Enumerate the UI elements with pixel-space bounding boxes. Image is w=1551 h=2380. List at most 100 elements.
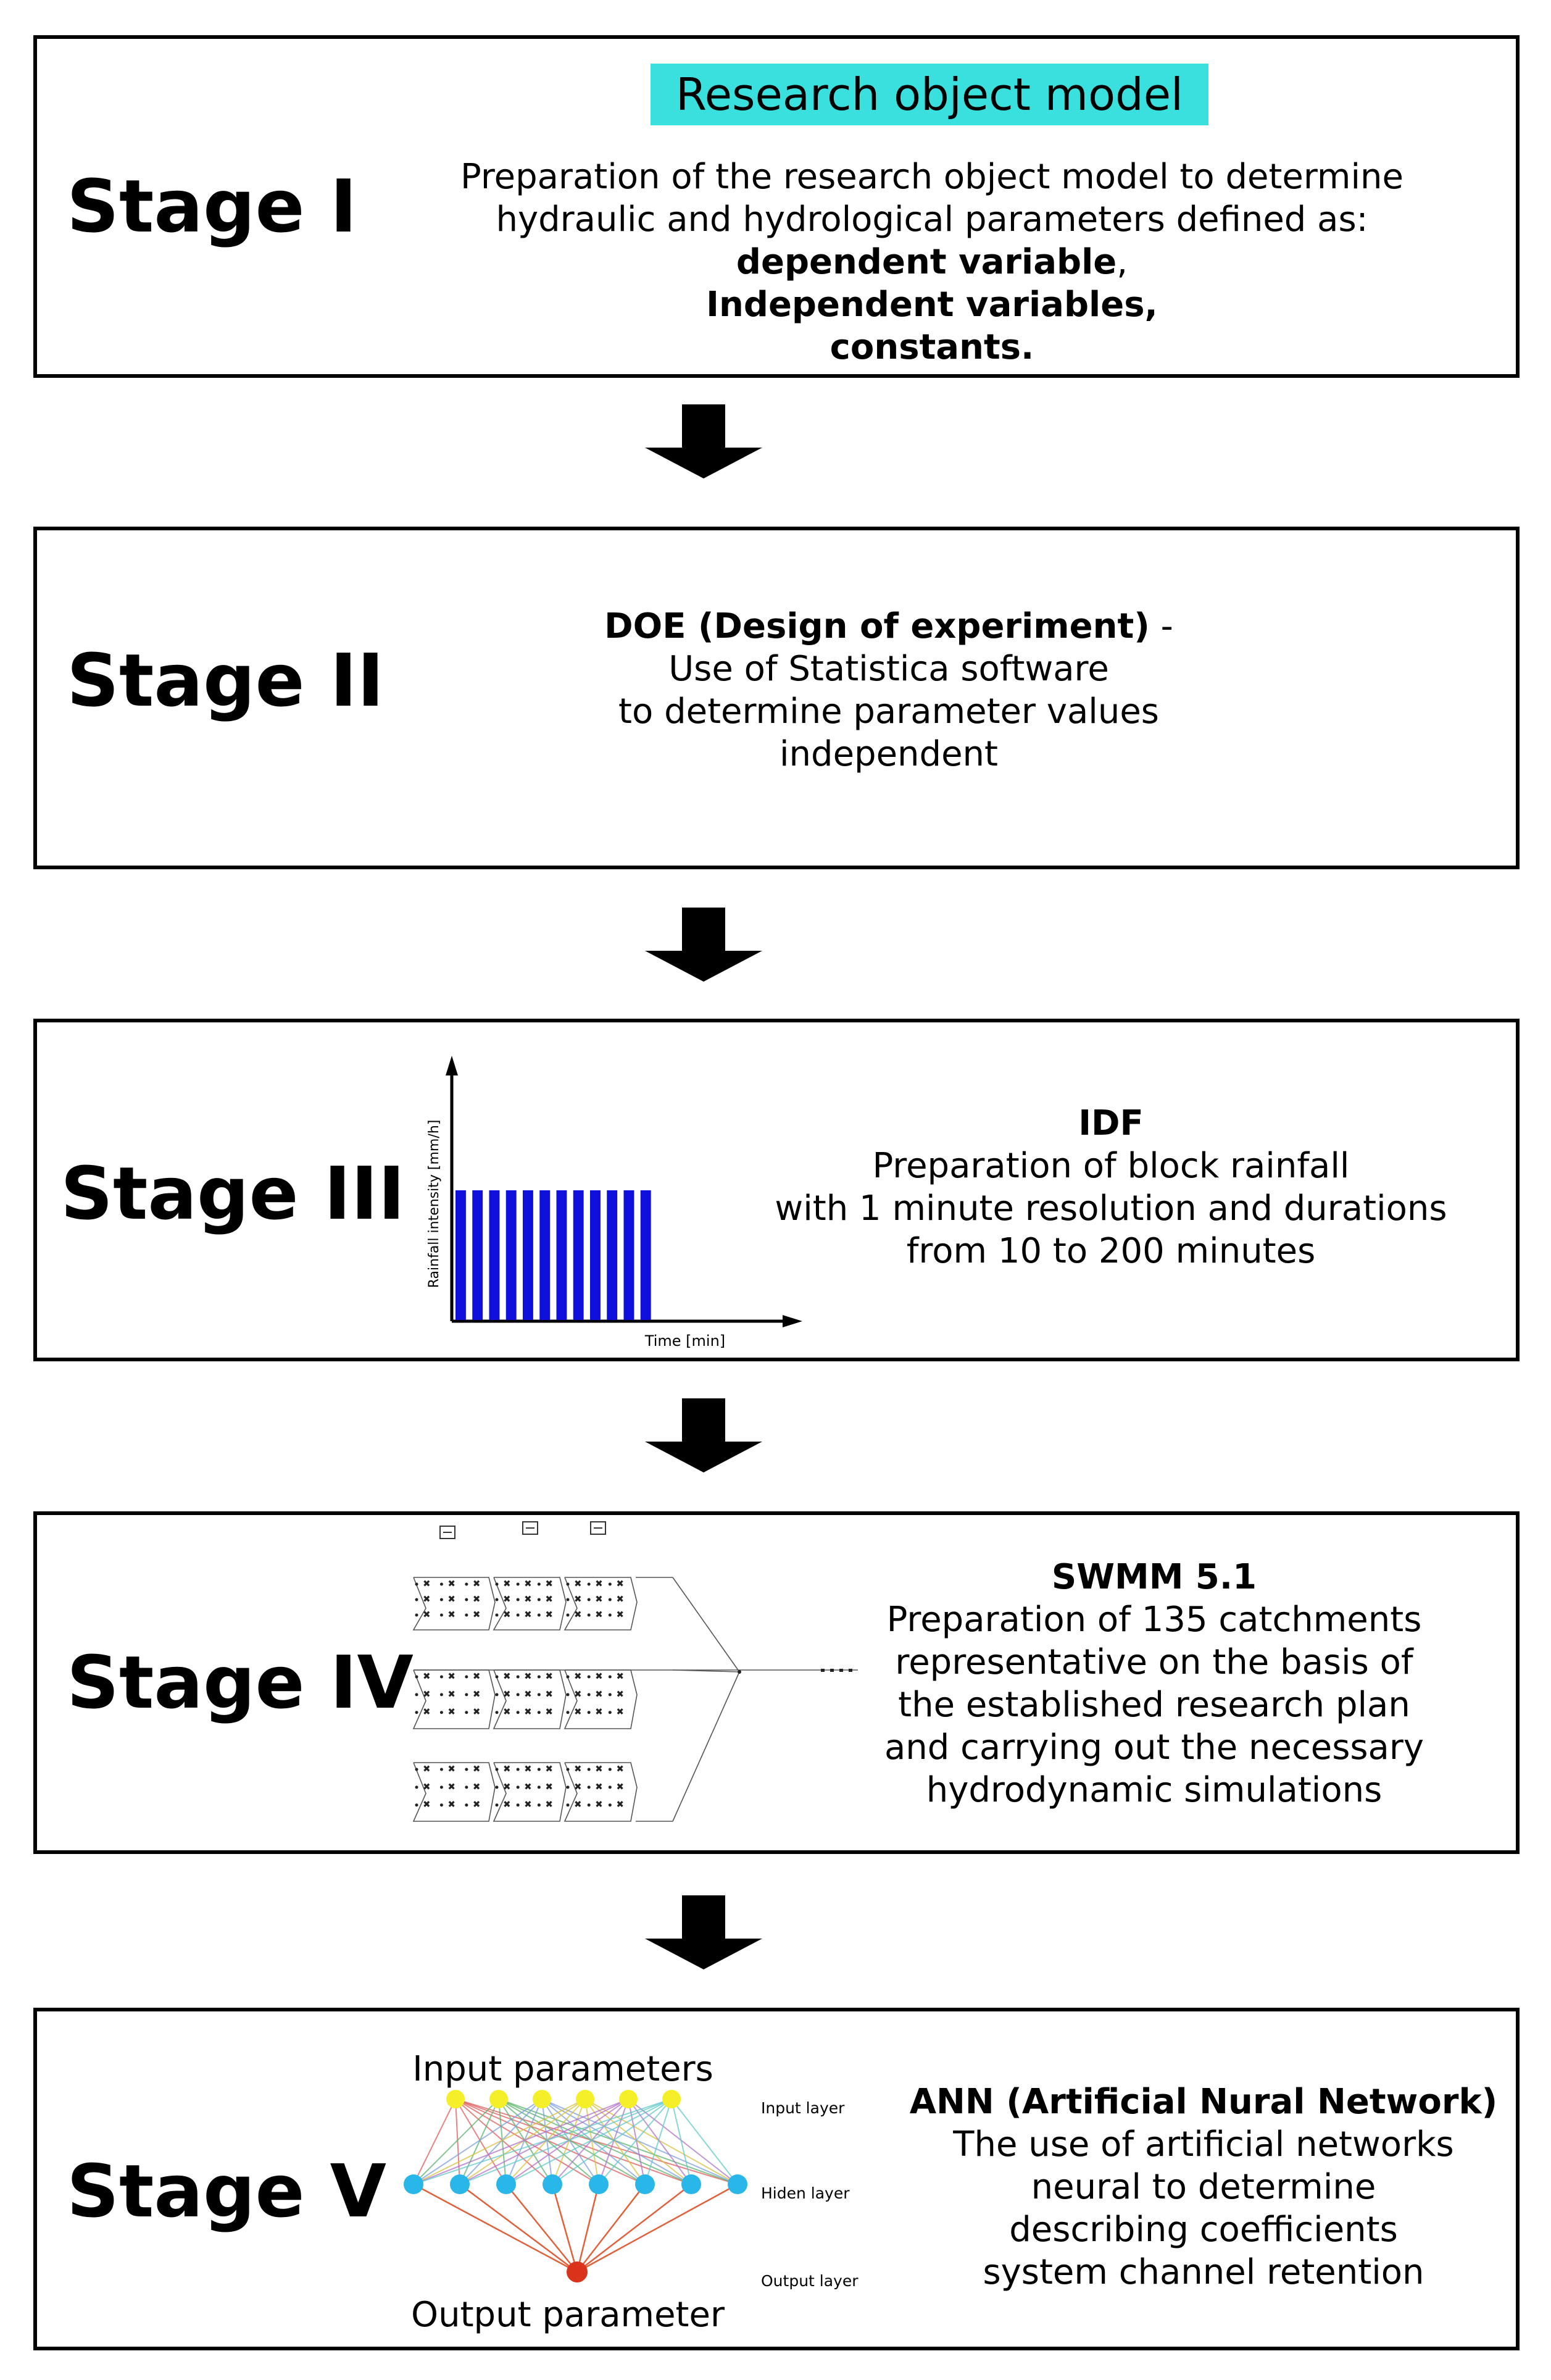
rainfall-bar	[607, 1190, 618, 1320]
subcatchment-marker: ✖	[574, 1799, 582, 1810]
subcatchment-marker: ✖	[595, 1763, 603, 1774]
input-node	[533, 2090, 551, 2108]
subcatchment-marker: ✖	[545, 1706, 553, 1718]
subcatchment-marker: ✖	[503, 1763, 511, 1774]
subcatchment-marker: ✖	[595, 1671, 603, 1682]
stage-4-line-2: representative on the basis of	[895, 1642, 1413, 1682]
subcatchment-marker: ✖	[574, 1689, 582, 1700]
hidden-node	[404, 2174, 423, 2194]
subcatchment-marker: ✖	[595, 1781, 603, 1792]
stage-2-label: Stage II	[67, 638, 385, 723]
rainfall-bar	[590, 1190, 601, 1320]
stage-2-title-line: DOE (Design of experiment) -	[494, 605, 1284, 648]
hidden-node	[635, 2174, 655, 2194]
chart-x-label: Time [min]	[644, 1332, 725, 1350]
stage-2-line-3: independent	[780, 734, 998, 774]
subcatchment-marker: ✖	[595, 1689, 603, 1700]
subcatchment-marker: ✖	[447, 1763, 455, 1774]
subcatchment-marker: ✖	[616, 1671, 624, 1682]
stage-2-description: DOE (Design of experiment) - Use of Stat…	[494, 605, 1284, 775]
subcatchment-outline	[412, 1762, 496, 1822]
subcatchment-marker: ✖	[574, 1763, 582, 1774]
rainfall-bar	[523, 1190, 533, 1320]
comma-text: ,	[1116, 242, 1128, 282]
rainfall-bar	[505, 1190, 517, 1320]
rainfall-bar	[455, 1190, 466, 1320]
subcatchment-marker: ✖	[545, 1671, 553, 1682]
stage-5-box: Stage V	[33, 2008, 1520, 2350]
dependent-variable-text: dependent variable	[736, 242, 1117, 282]
subcatchment-marker: ✖	[574, 1593, 582, 1605]
subcatchment-marker: ✖	[423, 1578, 431, 1589]
subcatchment-marker: ✖	[616, 1781, 624, 1792]
subcatchment-marker: ✖	[503, 1781, 511, 1792]
subcatchment-marker: ✖	[616, 1689, 624, 1700]
subcatchment-marker: ✖	[574, 1578, 582, 1589]
subcatchment-marker: ✖	[545, 1781, 553, 1792]
subcatchment-marker: ✖	[447, 1781, 455, 1792]
subcatchment-marker: ✖	[595, 1609, 603, 1620]
subcatchment-marker: ✖	[423, 1781, 431, 1792]
subcatchment-marker: ✖	[616, 1593, 624, 1605]
subcatchment-marker: ✖	[524, 1671, 532, 1682]
chart-y-label: Rainfall intensity [mm/h]	[426, 1120, 442, 1288]
subcatchment-marker: ✖	[595, 1706, 603, 1718]
rainfall-bar	[556, 1190, 567, 1320]
swmm-network-schematic: ✖ ✖ ✖ ✖ ✖ ✖ ✖ ✖ ✖ ✖ ✖ ✖ ✖ ✖ ✖ ✖ ✖ ✖ ✖ ✖ ✖ ✖ ✖ ✖ ✖ ✖ ✖ ✖ ✖ ✖ ✖ ✖ ✖ ✖ ✖ ✖ ✖ ✖ ✖ ✖…	[412, 1521, 858, 1822]
stage-4-box: Stage IV	[33, 1511, 1520, 1854]
subcatchment-marker: ✖	[447, 1671, 455, 1682]
outfall-node	[830, 1669, 834, 1672]
doe-title-suffix: -	[1149, 606, 1173, 646]
subcatchment-outline	[493, 1577, 567, 1631]
rainfall-bar	[472, 1190, 483, 1320]
subcatchment-marker: ✖	[616, 1763, 624, 1774]
stage-2-line-1: Use of Statistica software	[668, 649, 1109, 689]
subcatchment-marker: ✖	[473, 1671, 481, 1682]
neural-network-diagram: Input parameters Input layer Hiden layer…	[404, 2049, 859, 2335]
rainfall-bar	[489, 1190, 500, 1320]
subcatchment-marker: ✖	[616, 1609, 624, 1620]
subcatchment-outline	[493, 1762, 567, 1822]
stage-3-line-3: from 10 to 200 minutes	[906, 1231, 1316, 1271]
hidden-node	[589, 2174, 609, 2194]
stage-4-line-4: and carrying out the necessary	[884, 1727, 1424, 1768]
subcatchment-outline	[563, 1762, 638, 1822]
rainfall-bars	[455, 1190, 651, 1320]
subcatchment-marker: ✖	[616, 1799, 624, 1810]
stage-4-description: SWMM 5.1 Preparation of 135 catchments r…	[821, 1556, 1487, 1811]
stage-1-label: Stage I	[67, 164, 357, 249]
subcatchment-marker: ✖	[524, 1689, 532, 1700]
block-rainfall-chart: Rainfall intensity [mm/h] Time [min]	[426, 1056, 802, 1350]
subcatchment-marker: ✖	[503, 1799, 511, 1810]
output-node	[567, 2261, 588, 2282]
stage-1-line-1: Preparation of the research object model…	[460, 157, 1403, 197]
hidden-node	[543, 2174, 562, 2194]
idf-title: IDF	[1078, 1103, 1144, 1143]
rainfall-bar	[640, 1190, 651, 1320]
stage-5-line-3: describing coefficients	[1009, 2210, 1398, 2250]
subcatchment-marker: ✖	[423, 1763, 431, 1774]
stage-2-box: Stage II	[33, 527, 1520, 869]
subcatchment-marker: ✖	[574, 1609, 582, 1620]
subcatchment-marker: ✖	[545, 1609, 553, 1620]
subcatchment-marker: ✖	[545, 1578, 553, 1589]
subcatchment-marker: ✖	[616, 1706, 624, 1718]
research-object-model-tag: Research object model	[651, 64, 1208, 125]
stage-5-line-4: system channel retention	[983, 2252, 1424, 2292]
subcatchment-marker: ✖	[503, 1609, 511, 1620]
input-parameters-caption: Input parameters	[412, 2049, 713, 2089]
hidden-node	[681, 2174, 701, 2194]
stage-5-description: ANN (Artificial Nural Network) The use o…	[864, 2081, 1543, 2294]
stage-4-line-3: the established research plan	[898, 1685, 1410, 1725]
subcatchment-marker: ✖	[524, 1593, 532, 1605]
stage-3-line-2: with 1 minute resolution and durations	[775, 1188, 1447, 1229]
subcatchment-marker: ✖	[423, 1689, 431, 1700]
rainfall-bar	[539, 1190, 551, 1320]
stage-4-label: Stage IV	[67, 1640, 414, 1725]
subcatchment-marker: ✖	[423, 1609, 431, 1620]
rainfall-bar	[623, 1190, 634, 1320]
outfall-node	[839, 1669, 843, 1672]
subcatchment-outline	[412, 1577, 496, 1631]
subcatchment-marker: ✖	[524, 1781, 532, 1792]
subcatchment-marker: ✖	[545, 1593, 553, 1605]
